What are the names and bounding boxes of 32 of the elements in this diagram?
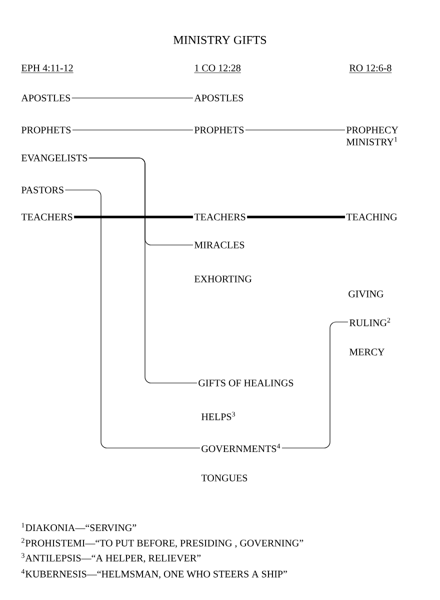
gift-label: MERCY — [349, 348, 385, 356]
connector-line — [64, 190, 200, 448]
gift-label: HELPS$^{3}$ — [201, 412, 235, 420]
footnote: $^{3}$ANTILEPSIS—“A HELPER, RELIEVER” — [22, 553, 201, 563]
gift-label: GIVING — [348, 290, 384, 298]
gift-label: EVANGELISTS — [21, 154, 88, 162]
footnote: $^{4}$KUBERNESIS—“HELMSMAN, ONE WHO STEERS A SHIP” — [21, 569, 287, 579]
connector-line — [282, 322, 348, 448]
column-heading: 1 CO 12:28 — [194, 64, 242, 73]
gift-label: EXHORTING — [194, 276, 252, 282]
gift-label: TEACHING — [346, 214, 397, 220]
gift-label: APOSTLES — [194, 94, 244, 102]
footnote: $^{2}$PROHISTEMI—“TO PUT BEFORE, PRESIDING , GOVERNING” — [22, 538, 304, 548]
gift-label: APOSTLES — [21, 94, 70, 102]
gift-label: MIRACLES — [194, 242, 244, 248]
connector-line — [247, 216, 345, 218]
title: MINISTRY GIFTS — [174, 36, 266, 44]
gift-label: GIFTS OF HEALINGS — [198, 380, 294, 386]
gift-label: TEACHERS — [194, 214, 246, 220]
column-heading: EPH 4:11-12 — [21, 64, 74, 73]
gift-label: RULING$^{2}$ — [349, 318, 390, 326]
gift-label: TEACHERS — [21, 214, 72, 220]
footnote: $^{1}$DIAKONIA—“SERVING” — [22, 522, 136, 532]
gift-label: GOVERNMENTS$^{4}$ — [202, 444, 280, 452]
connector-line — [74, 216, 193, 218]
gift-label: PASTORS — [21, 186, 64, 194]
gift-label: TONGUES — [201, 474, 248, 482]
column-heading: RO 12:6-8 — [349, 64, 392, 73]
gift-label: PROPHETS — [194, 126, 244, 134]
gift-label: PROPHETS — [21, 126, 71, 134]
gift-label: PROPHECY MINISTRY$^{1}$ — [346, 126, 398, 146]
connector-line — [88, 158, 198, 384]
